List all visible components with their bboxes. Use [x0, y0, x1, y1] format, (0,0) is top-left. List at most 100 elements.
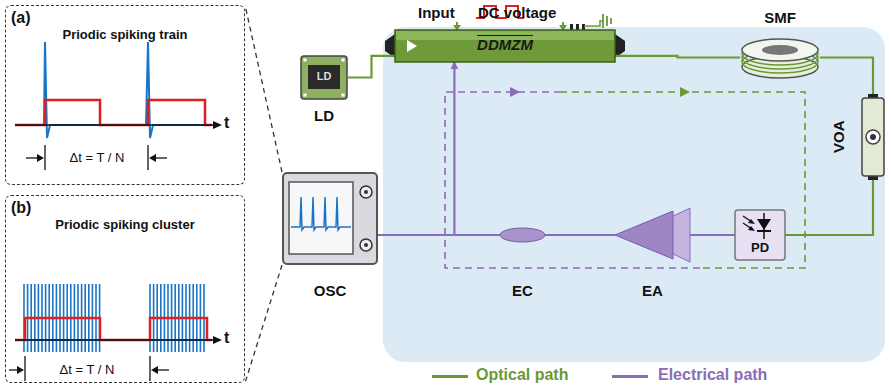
node-label: PD [735, 241, 785, 256]
loop-direction [445, 87, 805, 268]
legend-text: Optical path [476, 366, 568, 384]
interval-arrow [37, 154, 44, 162]
oscilloscope-shape-part [364, 243, 368, 247]
interval-arrow [149, 154, 156, 162]
input-square-wave [15, 318, 212, 340]
fiber-spool-shape-part [762, 45, 798, 55]
optical-fiber [820, 58, 873, 99]
photodetector-shape-part [748, 219, 755, 224]
legend-swatch [612, 375, 648, 378]
attenuator-voa-shape-part [870, 134, 876, 140]
interval-label: Δt = T / N [40, 363, 134, 378]
optical-loop [560, 92, 805, 268]
interval-arrow [155, 157, 167, 158]
node-caption: Priodic spiking train [6, 28, 244, 43]
inset-panel: (b)Priodic spiking cluster [5, 195, 245, 383]
modulator-ddmzm-shape-part [407, 40, 417, 52]
laser-diode: LDLD [300, 55, 348, 100]
attenuator-voa: VOA [862, 98, 884, 176]
laser-diode-shape-part [341, 58, 345, 62]
optical-fiber [348, 56, 395, 78]
laser-diode-shape-part [303, 58, 307, 62]
time-axis [15, 339, 220, 341]
node-label: EC [490, 282, 555, 299]
axis-arrow [213, 336, 222, 344]
input-square-wave [15, 100, 212, 125]
modulator-ddmzm-shape-part [395, 30, 615, 62]
node-label: EA [615, 282, 690, 299]
zoom-leader [245, 5, 282, 172]
photodetector-shape-part [735, 210, 785, 260]
fiber-taper [615, 34, 625, 58]
oscilloscope-shape-part [283, 173, 377, 264]
interval-arrow [9, 369, 18, 370]
node-caption: LD [290, 107, 358, 124]
zoom-leader [245, 265, 282, 383]
electrical-coupler-shape [500, 228, 545, 242]
ground-symbol [610, 18, 612, 24]
oscilloscope-shape-part [289, 182, 353, 254]
dc-bias [559, 14, 611, 31]
node-label: DDMZM [395, 36, 615, 53]
loop-arrow [680, 87, 690, 97]
oscilloscope-shape-part [360, 186, 372, 198]
loop-arrow [510, 87, 520, 97]
fiber-spool: SMF [740, 35, 820, 80]
attenuator-voa-shape-part [866, 130, 880, 144]
system-region [383, 27, 885, 362]
interval-tick [24, 356, 25, 381]
node-label: SMF [740, 9, 820, 26]
node-label: OSC [282, 282, 378, 299]
ground-wire [584, 20, 600, 26]
interval-label: Δt = T / N [50, 151, 144, 166]
spike-trace [15, 42, 212, 138]
electrical-cable [690, 234, 735, 236]
photodetector-shape-part [757, 230, 771, 232]
electrical-amplifier-shape [615, 208, 690, 262]
electrical-coupler-shape-part [500, 228, 545, 242]
optical-fiber [615, 56, 740, 58]
inset-b-plot [9, 284, 222, 381]
interval-arrow [151, 366, 158, 374]
inset-panel: (a)Priodic spiking train [5, 5, 245, 185]
axis-label: t [224, 114, 229, 132]
modulator-ddmzm: DDMZM [395, 30, 615, 62]
legend-swatch [432, 375, 468, 378]
interval-tick [147, 145, 148, 170]
attenuator-voa-shape [862, 98, 884, 176]
electrical-coupler: EC [500, 228, 545, 242]
legend-text: Electrical path [658, 366, 767, 384]
oscilloscope-shape [282, 172, 378, 265]
photodetector-shape-part [748, 226, 755, 231]
fiber-spool-shape-part [742, 39, 818, 61]
node-label: VOA [830, 112, 847, 162]
fiber-taper [385, 34, 395, 58]
interval-tick [149, 356, 150, 381]
electrical-cable [378, 234, 500, 236]
oscilloscope-shape-part [291, 197, 351, 230]
photodetector-shape-part [757, 219, 771, 230]
electrical-amplifier: EA [615, 208, 690, 262]
photodetector: PD [735, 210, 785, 260]
node-label: LD [308, 70, 340, 83]
oscilloscope-shape-part [364, 190, 368, 194]
laser-diode-shape-part [341, 93, 345, 97]
electrical-cable [454, 62, 500, 235]
axis-arrow [213, 121, 222, 129]
electrical-amplifier-shape-part [615, 211, 673, 259]
axis-label: t [224, 329, 229, 347]
ground-symbol [606, 16, 608, 26]
interval-arrow [17, 366, 24, 374]
node-label: (b) [11, 199, 31, 217]
laser-diode-shape-part [303, 93, 307, 97]
inset-a-plot [15, 42, 222, 170]
electrical-cable [545, 234, 615, 236]
laser-diode-shape-part [301, 56, 347, 99]
optical-fiber [785, 176, 873, 235]
node-label: (a) [11, 9, 31, 27]
signal-name: Input [418, 4, 455, 21]
laser-diode-shape-part [308, 65, 340, 89]
oscilloscope-shape-part [360, 239, 372, 251]
oscilloscope: OSC [282, 172, 378, 265]
